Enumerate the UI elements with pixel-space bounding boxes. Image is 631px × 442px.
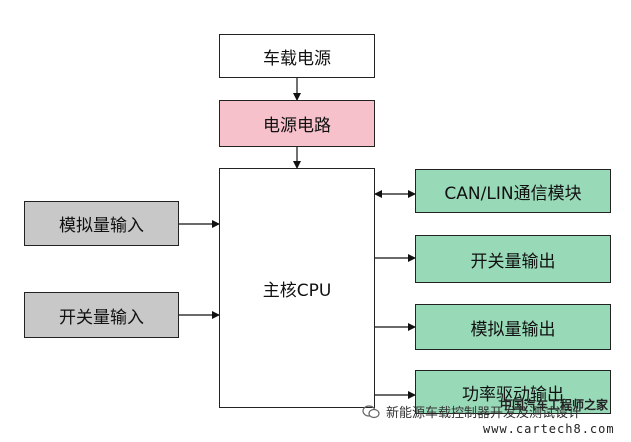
node-power-drive-output: 功率驱动输出 — [415, 370, 611, 414]
site-logo-watermark: 中国汽车工程师之家 — [500, 396, 608, 413]
node-power-circuit: 电源电路 — [219, 100, 375, 147]
node-switch-output-label: 开关量输出 — [470, 251, 556, 272]
node-power-circuit-label: 电源电路 — [263, 116, 331, 136]
node-analog-output: 模拟量输出 — [415, 304, 611, 350]
node-analog-output-label: 模拟量输出 — [470, 319, 556, 340]
node-cpu: 主核CPU — [219, 168, 375, 408]
site-logo-text: 中国汽车工程师之家 — [500, 398, 609, 412]
node-switch-input: 开关量输入 — [24, 292, 179, 338]
node-switch-input-label: 开关量输入 — [59, 307, 144, 328]
node-analog-input-label: 模拟量输入 — [59, 216, 144, 236]
wechat-watermark-text: 新能源车载控制器开发及测试设计 — [386, 406, 582, 421]
node-analog-input: 模拟量输入 — [24, 201, 179, 246]
node-power-source: 车载电源 — [219, 34, 375, 78]
node-power-drive-output-label: 功率驱动输出 — [462, 384, 564, 405]
site-url-watermark: www.cartech8.com — [483, 422, 615, 436]
node-can-lin-label: CAN/LIN通信模块 — [444, 183, 582, 204]
node-cpu-label: 主核CPU — [262, 280, 332, 301]
node-power-source-label: 车载电源 — [263, 48, 331, 69]
wechat-watermark: 新能源车载控制器开发及测试设计 — [362, 402, 581, 421]
node-can-lin: CAN/LIN通信模块 — [415, 169, 611, 213]
node-switch-output: 开关量输出 — [415, 235, 611, 283]
wechat-icon — [362, 404, 380, 418]
